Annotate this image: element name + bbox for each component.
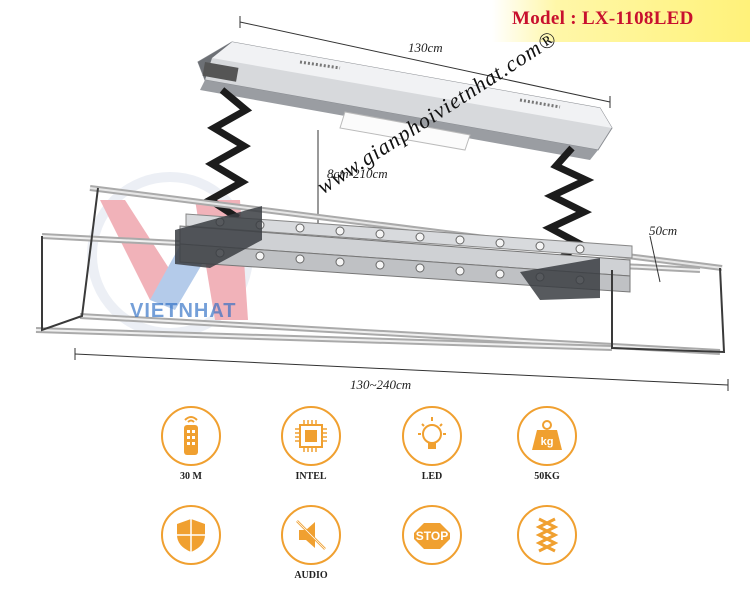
weight-icon: kg <box>517 406 577 466</box>
feature-load: kg 50KG <box>507 406 587 482</box>
feature-label-audio: AUDIO <box>294 570 328 581</box>
remote-control-icon <box>161 406 221 466</box>
stop-badge: STOP <box>416 529 448 543</box>
feature-remote: 30 M <box>151 406 231 482</box>
center-beam <box>175 206 633 300</box>
weight-badge: kg <box>541 436 554 448</box>
left-scissor-arm <box>203 87 253 221</box>
cpu-chip-icon <box>281 406 341 466</box>
feature-audio: AUDIO <box>271 505 351 581</box>
product-illustration <box>35 16 729 391</box>
feature-label-load: 50KG <box>534 471 560 482</box>
feature-shield <box>151 505 231 570</box>
right-scissor-arm <box>542 145 595 265</box>
lower-rod-back <box>79 313 721 355</box>
stop-sign-icon: STOP <box>402 505 462 565</box>
model-label: Model : LX-1108LED <box>512 8 694 29</box>
feature-label-intel: INTEL <box>295 471 327 482</box>
dim-line-bottom <box>74 353 729 386</box>
dim-height-label: 8cm-210cm <box>327 166 388 181</box>
feature-intel: INTEL <box>271 406 351 482</box>
dim-line-top <box>239 21 611 103</box>
model-banner <box>492 0 750 42</box>
logo-text: VIETNHAT <box>130 300 237 322</box>
feature-led: LED <box>392 406 472 482</box>
light-bulb-icon <box>402 406 462 466</box>
scissor-lift-icon <box>517 505 577 565</box>
feature-label-led: LED <box>421 471 443 482</box>
feature-stop: STOP <box>392 505 472 570</box>
dim-depth-label: 50cm <box>649 223 678 238</box>
shield-icon <box>161 505 221 565</box>
dim-top-label: 130cm <box>408 40 443 55</box>
dim-bottom-label: 130~240cm <box>350 377 412 392</box>
lower-rod-front <box>35 327 613 351</box>
ceiling-housing <box>197 41 613 160</box>
mute-speaker-icon <box>281 505 341 565</box>
feature-scissor <box>507 505 587 570</box>
feature-label-remote: 30 M <box>180 471 202 482</box>
side-frames <box>41 187 726 354</box>
